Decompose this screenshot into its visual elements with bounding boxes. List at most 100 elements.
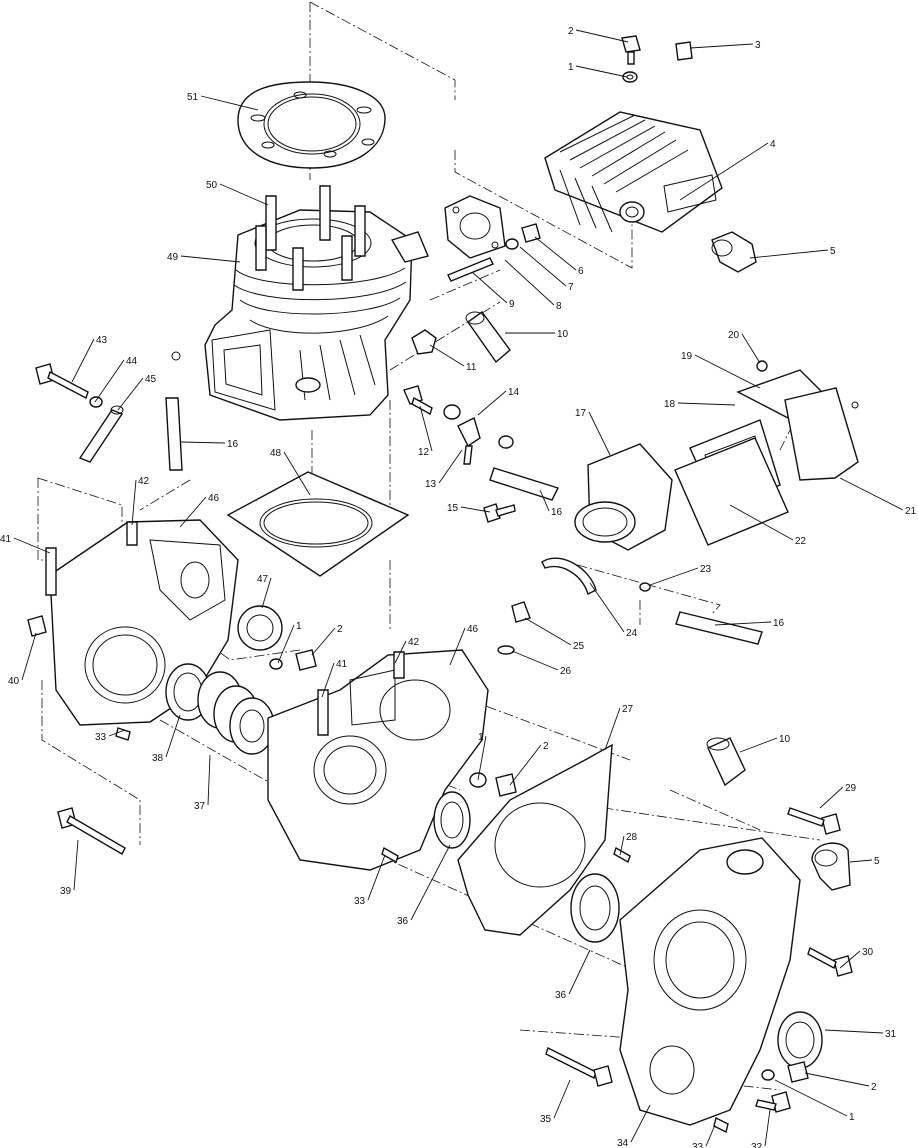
leader-20 — [741, 333, 761, 364]
leader-7 — [519, 246, 567, 287]
crankshaft-seals — [165, 663, 275, 755]
callout-33: 33 — [692, 1142, 704, 1148]
leader-47 — [261, 577, 272, 609]
callout-35: 35 — [540, 1114, 552, 1125]
leader-26 — [511, 650, 559, 671]
callout-1: 1 — [296, 621, 302, 632]
leader-1 — [774, 1079, 848, 1117]
callout-45: 45 — [145, 374, 157, 385]
leader-22 — [729, 504, 794, 541]
leader-11 — [429, 344, 465, 367]
callout-7: 7 — [568, 282, 574, 293]
leader-21 — [839, 477, 904, 511]
callout-2: 2 — [543, 741, 549, 752]
callout-39: 39 — [60, 886, 72, 897]
callout-36: 36 — [555, 990, 567, 1001]
leader-51 — [200, 95, 259, 111]
leader-45 — [117, 377, 144, 411]
callout-20: 20 — [728, 330, 740, 341]
leader-5 — [749, 249, 829, 259]
callout-29: 29 — [845, 783, 857, 794]
leader-32 — [764, 1109, 771, 1147]
callout-16: 16 — [773, 618, 785, 629]
callout-9: 9 — [509, 299, 515, 310]
leader-33 — [367, 854, 386, 901]
leader-5 — [849, 859, 873, 863]
callout-4: 4 — [770, 139, 776, 150]
exhaust-pipe-adapter — [465, 311, 746, 787]
callout-13: 13 — [425, 479, 437, 490]
reed-valve-assembly — [674, 360, 859, 546]
long-bolt-and-pins — [57, 727, 631, 864]
callout-11: 11 — [466, 362, 477, 373]
leader-36 — [568, 949, 591, 995]
leader-28 — [619, 835, 625, 856]
callout-5: 5 — [830, 246, 836, 257]
leader-23 — [649, 567, 699, 586]
leader-14 — [477, 390, 507, 416]
leader-35 — [553, 1079, 571, 1119]
clamp-and-ring — [541, 557, 651, 595]
callout-15: 15 — [447, 503, 459, 514]
callout-16: 16 — [551, 507, 563, 518]
leader-50 — [219, 183, 269, 206]
leader-37 — [207, 754, 211, 806]
leader-2 — [575, 29, 629, 43]
callout-2: 2 — [337, 624, 343, 635]
callout-42: 42 — [138, 476, 150, 487]
callout-41: 41 — [336, 659, 348, 670]
callout-28: 28 — [626, 832, 638, 843]
callout-46: 46 — [208, 493, 220, 504]
leader-39 — [73, 839, 79, 891]
callout-8: 8 — [556, 301, 562, 312]
callout-33: 33 — [354, 896, 366, 907]
leader-40 — [21, 632, 37, 681]
leader-1 — [575, 65, 628, 78]
callout-47: 47 — [257, 574, 269, 585]
callout-51: 51 — [187, 92, 199, 103]
callout-40: 40 — [8, 676, 20, 687]
callout-1: 1 — [568, 62, 574, 73]
leader-13 — [438, 449, 463, 484]
callout-2: 2 — [568, 26, 574, 37]
bleeder-screw — [497, 601, 531, 655]
base-gasket — [226, 471, 410, 577]
callout-48: 48 — [270, 448, 282, 459]
leader-12 — [419, 405, 433, 452]
callout-3: 3 — [755, 40, 761, 51]
leader-15 — [460, 506, 491, 513]
callout-19: 19 — [681, 351, 693, 362]
callout-27: 27 — [622, 704, 634, 715]
callout-50: 50 — [206, 180, 218, 191]
drain-plug-center — [469, 772, 517, 797]
leader-43 — [71, 338, 95, 383]
callout-38: 38 — [152, 753, 164, 764]
leader-2 — [509, 744, 542, 786]
bearing-and-plug — [237, 605, 317, 671]
callout-5: 5 — [874, 856, 880, 867]
leader-41 — [13, 537, 51, 554]
cylinder — [171, 185, 429, 421]
leader-10 — [739, 737, 778, 753]
leader-30 — [839, 950, 861, 969]
callout-17: 17 — [575, 408, 587, 419]
leader-1 — [277, 624, 295, 664]
callout-31: 31 — [885, 1029, 897, 1040]
head-bolt-and-washer — [621, 35, 693, 83]
intake-manifold — [574, 443, 673, 551]
cylinder-nut — [411, 329, 437, 355]
callout-23: 23 — [700, 564, 712, 575]
leader-27 — [604, 707, 621, 751]
callout-6: 6 — [578, 266, 584, 277]
callout-33: 33 — [95, 732, 107, 743]
callout-37: 37 — [194, 801, 206, 812]
callout-30: 30 — [862, 947, 874, 958]
leader-46 — [179, 496, 207, 528]
leader-49 — [180, 255, 241, 263]
callout-10: 10 — [779, 734, 791, 745]
leader-42 — [131, 479, 137, 526]
leader-17 — [588, 411, 611, 456]
right-crankcase-half — [619, 837, 801, 1134]
